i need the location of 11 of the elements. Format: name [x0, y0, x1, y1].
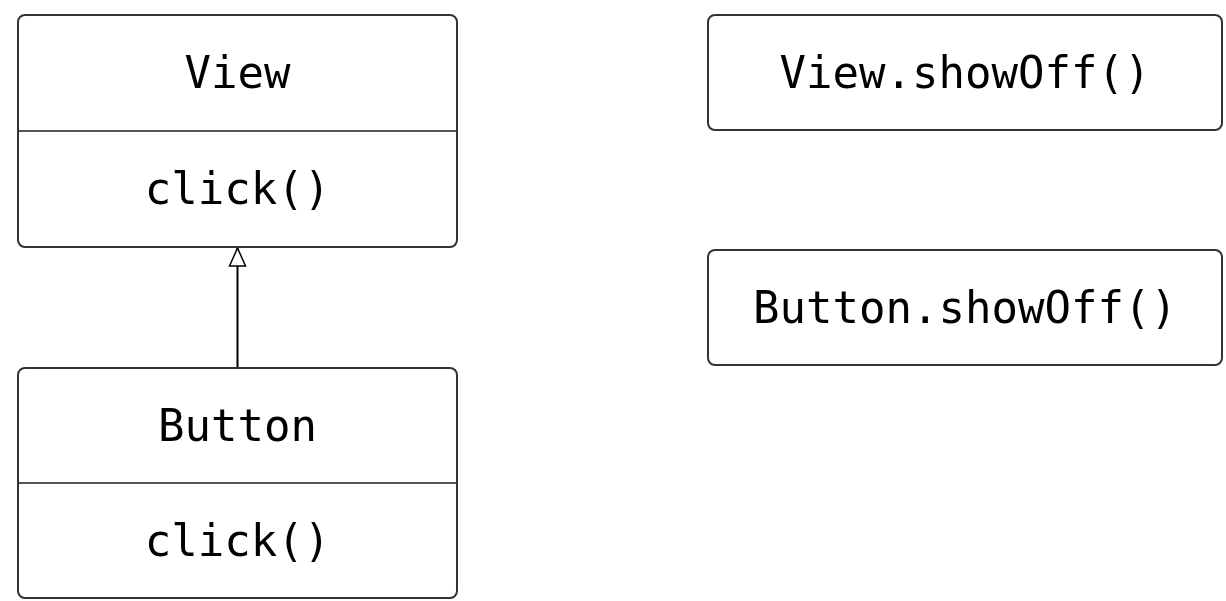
method-name: click(): [144, 518, 331, 563]
inheritance-arrow: [228, 247, 247, 368]
method-call: View.showOff(): [779, 50, 1151, 95]
class-box: [17, 14, 458, 248]
method-name: click(): [144, 167, 331, 211]
class-name: Button: [158, 403, 317, 448]
method-box: [707, 14, 1223, 131]
class-name: View: [184, 51, 291, 95]
method-box: [707, 249, 1223, 366]
method-call: Button.showOff(): [753, 285, 1177, 330]
class-box: [17, 367, 458, 599]
